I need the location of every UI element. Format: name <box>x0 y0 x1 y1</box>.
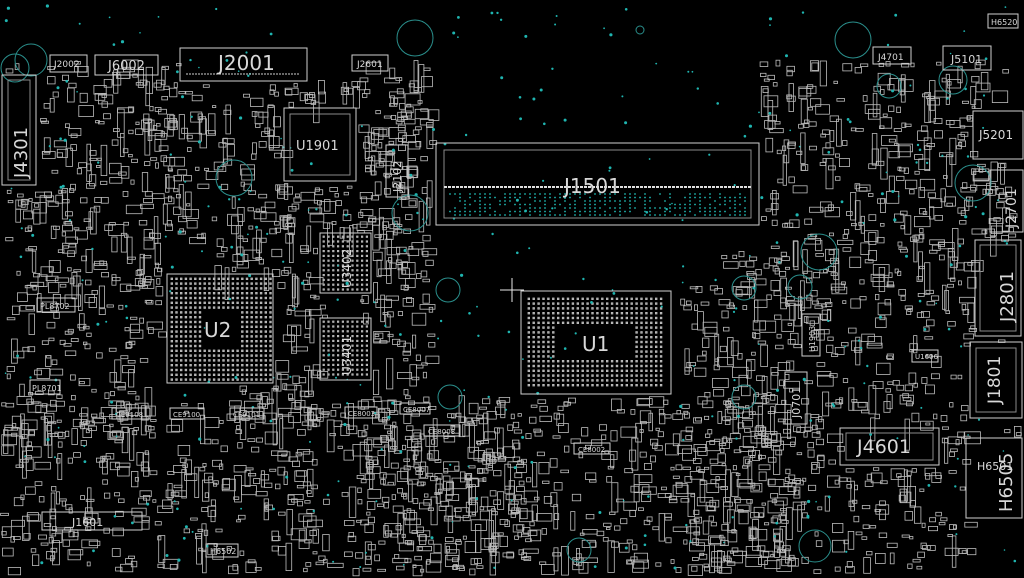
label-j4301: J4301 <box>11 127 32 179</box>
label-ce9100: CE9100 <box>173 411 200 419</box>
label-u3402: U3402 <box>340 249 354 288</box>
label-j5101: J5101 <box>950 53 982 66</box>
label-ce8007: CE8007 <box>403 406 430 414</box>
label-u2: U2 <box>204 318 231 342</box>
label-ce9108: CE9108 <box>116 411 143 419</box>
label-u1606: U1606 <box>915 353 938 361</box>
label-j1801: J1801 <box>985 356 1005 405</box>
label-j4701: J4701 <box>877 53 904 63</box>
connector-j0701[interactable] <box>784 371 808 425</box>
chip-u1606 <box>911 349 939 363</box>
via-field <box>4 4 1017 570</box>
label-pl8702: PL8702 <box>40 302 70 311</box>
cap-ce8007 <box>399 402 431 415</box>
label-j5201: J5201 <box>978 128 1013 142</box>
label-u1: U1 <box>582 332 609 356</box>
inductor-pl8702 <box>36 297 76 313</box>
label-ce8002: CE8002 <box>578 446 605 454</box>
label-h6520: H6520 <box>991 18 1017 27</box>
label-ce8003: CE8003 <box>348 410 375 418</box>
connector-j5101[interactable] <box>942 45 992 71</box>
label-j2001: J2001 <box>216 51 275 75</box>
label-j2801: J2801 <box>997 271 1018 323</box>
small-component-outlines <box>0 59 1022 577</box>
label-j1601: J1601 <box>71 516 103 529</box>
label-j0701: J0701 <box>790 387 803 419</box>
connector-j2801[interactable] <box>974 239 1022 337</box>
label-j6002: J6002 <box>107 59 145 74</box>
connector-j4701[interactable] <box>872 46 912 65</box>
label-h6505: H6505 <box>996 453 1017 512</box>
connector-j4601[interactable] <box>839 427 940 466</box>
chip-u3401[interactable] <box>319 317 372 381</box>
connector-j1501[interactable] <box>435 142 760 226</box>
connector-j1801[interactable] <box>969 341 1023 419</box>
chip-u2[interactable] <box>166 273 274 384</box>
label-u1903: U1903 <box>808 326 817 352</box>
label-j4601: J4601 <box>856 436 911 458</box>
cap-ce9100 <box>169 407 205 420</box>
crosshair-cursor-icon <box>500 278 524 302</box>
hole-h6520 <box>987 13 1019 29</box>
connector-j2701[interactable] <box>989 169 1024 233</box>
small-parts-outlines <box>29 13 1019 558</box>
label-j2102: J2102 <box>391 161 404 193</box>
connector-j6002[interactable] <box>94 54 159 76</box>
label-h6502: H6502 <box>210 547 236 556</box>
connector-j2002[interactable] <box>49 54 88 73</box>
cap-ce8008 <box>423 424 461 437</box>
label-j2701: J2701 <box>1004 188 1020 229</box>
label-h6501: H6501 <box>977 460 1013 473</box>
connector-j2102[interactable] <box>385 144 409 198</box>
mounting-holes <box>0 19 992 563</box>
hole-h6505[interactable] <box>965 437 1023 519</box>
label-ce8008: CE8008 <box>428 428 455 436</box>
cap-ce8002 <box>573 442 611 455</box>
cap-ce9101 <box>229 407 265 420</box>
chip-u1903 <box>801 313 821 357</box>
connector-j5201[interactable] <box>972 110 1024 160</box>
connector-j2001[interactable] <box>179 47 308 82</box>
inductor-pl8701 <box>29 379 61 395</box>
label-pl8701: PL8701 <box>32 384 62 393</box>
label-ce9101: CE9101 <box>233 411 260 419</box>
connector-j4301[interactable] <box>1 74 37 186</box>
cap-ce9108 <box>111 407 151 420</box>
label-u3401: U3401 <box>340 336 354 375</box>
label-j2601: J2601 <box>356 60 383 70</box>
connector-j2601[interactable] <box>351 54 389 72</box>
connector-j1601[interactable] <box>41 511 143 531</box>
chip-u1901[interactable] <box>283 107 357 182</box>
cap-ce8003 <box>344 406 378 419</box>
chip-u1[interactable] <box>520 290 672 395</box>
label-j1501: J1501 <box>562 174 621 198</box>
label-j2002: J2002 <box>53 60 80 70</box>
chip-u3402[interactable] <box>319 232 372 294</box>
label-u1901: U1901 <box>296 139 339 154</box>
hole-h6502 <box>205 543 239 558</box>
